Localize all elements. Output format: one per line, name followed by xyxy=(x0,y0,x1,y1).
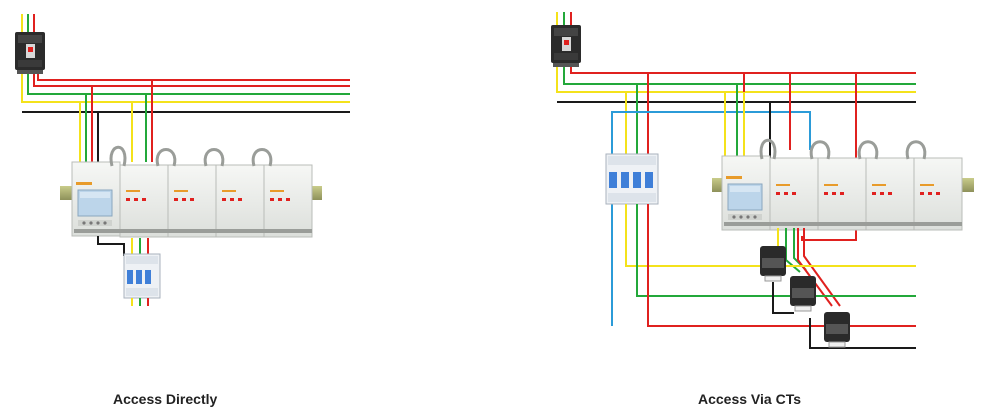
incoming-wires-left xyxy=(21,14,35,34)
meter-feed-wires-right xyxy=(724,73,857,241)
mcb-left xyxy=(123,253,161,299)
diagram-access-directly xyxy=(15,14,350,306)
mcb-right xyxy=(605,153,659,205)
output-wires-right xyxy=(625,204,916,349)
mcb-feed-wires-right xyxy=(611,73,811,326)
main-breaker-left xyxy=(15,32,45,74)
busbar-drops-left xyxy=(21,74,350,113)
diagram-access-via-cts xyxy=(551,12,974,349)
main-breaker-right xyxy=(551,25,581,67)
multi-circuit-meter-right xyxy=(721,138,963,231)
current-transformer-1 xyxy=(760,246,786,282)
mcb-output-wires-left xyxy=(131,298,149,306)
caption-access-via-cts: Access Via CTs xyxy=(698,391,801,407)
multi-circuit-meter-left xyxy=(71,145,313,238)
mcb-feed-wires-left xyxy=(97,236,149,256)
current-transformer-3 xyxy=(824,312,850,348)
caption-access-directly: Access Directly xyxy=(113,391,218,407)
current-transformer-2 xyxy=(790,276,816,312)
meter-feed-wires-left xyxy=(79,80,153,162)
